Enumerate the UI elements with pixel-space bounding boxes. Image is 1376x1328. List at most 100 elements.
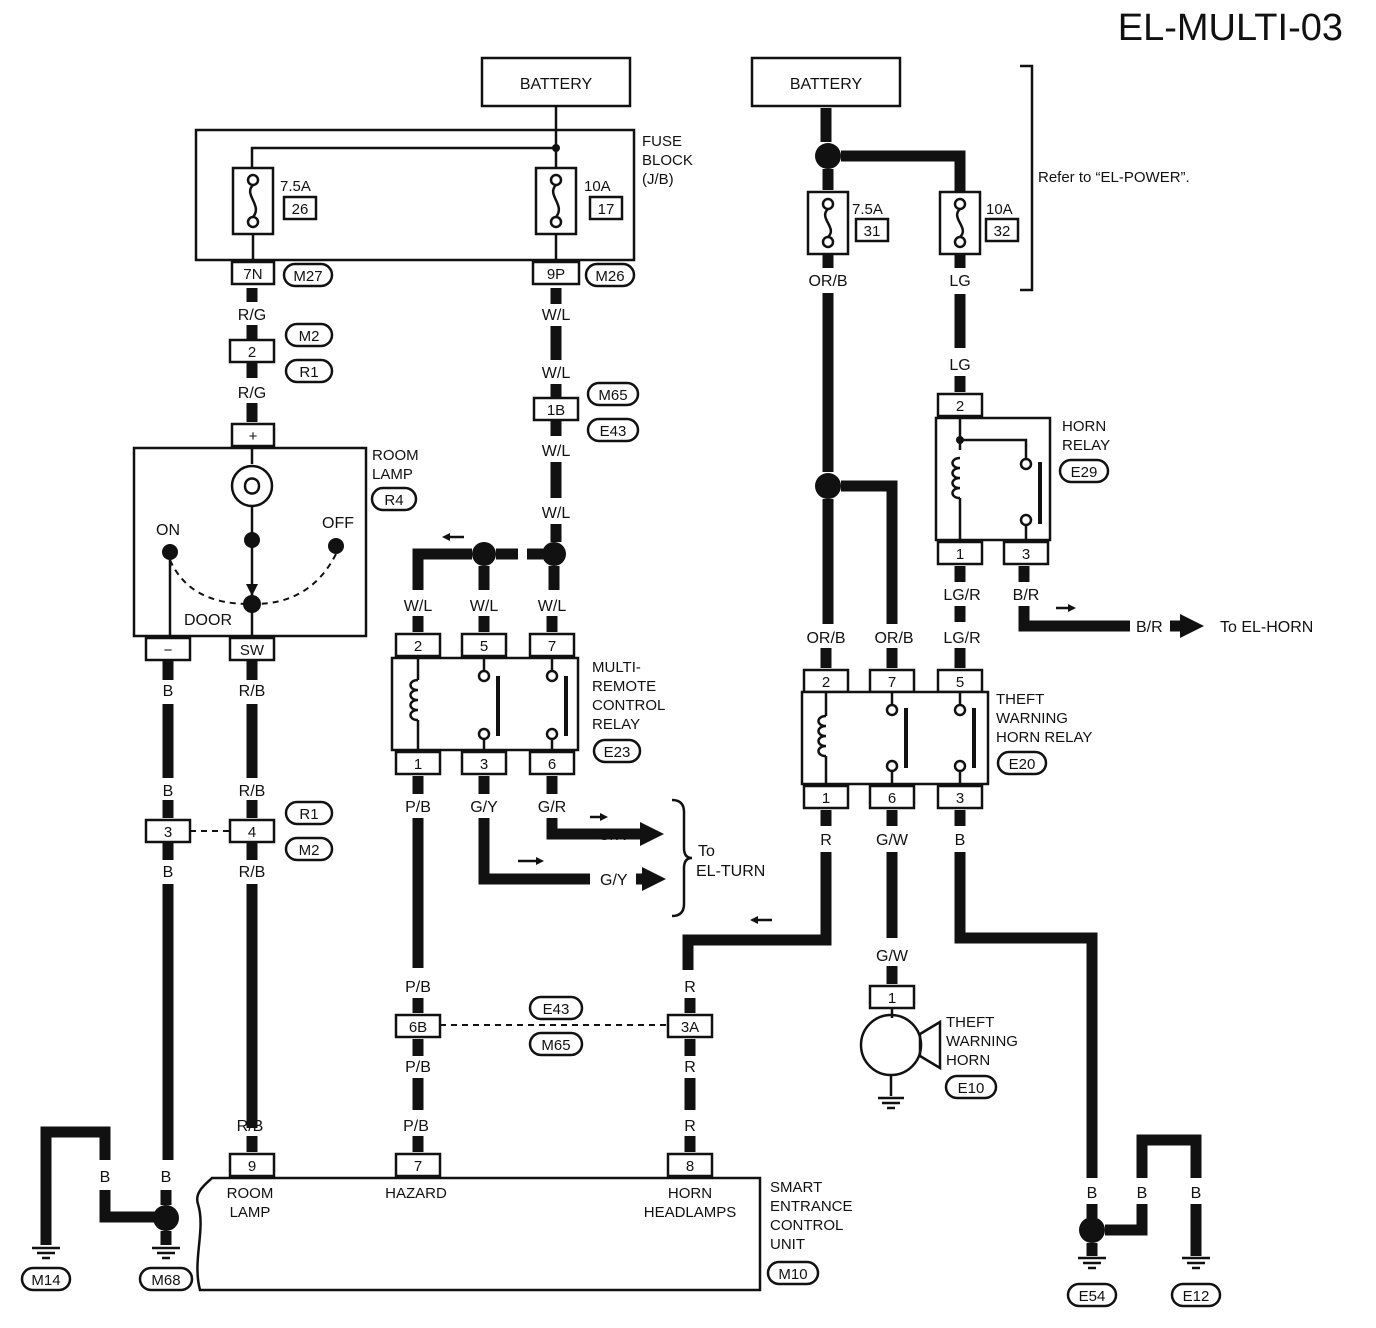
svg-text:7: 7: [548, 638, 556, 655]
svg-text:P/B: P/B: [403, 1118, 429, 1135]
horn-relay: 2 1 3 HORN RELAY E29: [934, 392, 1110, 566]
svg-text:6B: 6B: [409, 1019, 427, 1036]
svg-text:M14: M14: [31, 1272, 60, 1289]
svg-text:6: 6: [548, 756, 556, 773]
svg-text:HAZARD: HAZARD: [385, 1185, 447, 1202]
svg-text:LG/R: LG/R: [943, 630, 980, 647]
svg-text:LAMP: LAMP: [230, 1204, 271, 1221]
svg-text:HORN RELAY: HORN RELAY: [996, 729, 1092, 746]
connector-6b-3a: 6B 3A E43 M65: [394, 995, 714, 1057]
svg-text:OR/B: OR/B: [874, 630, 913, 647]
svg-text:B: B: [100, 1169, 111, 1186]
svg-text:HORN: HORN: [946, 1052, 990, 1069]
svg-text:R1: R1: [299, 364, 318, 381]
svg-text:3: 3: [480, 756, 488, 773]
svg-text:ROOM: ROOM: [372, 447, 419, 464]
room-lamp-sw-terminal: SW: [228, 636, 276, 662]
svg-text:LG: LG: [949, 273, 970, 290]
svg-text:E43: E43: [543, 1001, 570, 1018]
ground-splice-m68: [153, 1205, 179, 1231]
connector-9p: 9P M26: [531, 260, 636, 288]
svg-text:CONTROL: CONTROL: [592, 697, 665, 714]
to-el-horn-label: To EL-HORN: [1220, 619, 1313, 636]
connector-1b: 1B M65 E43: [532, 381, 640, 443]
svg-text:E10: E10: [958, 1080, 985, 1097]
svg-text:G/Y: G/Y: [470, 799, 498, 816]
connector-3-4: 3 4 R1 M2: [144, 800, 334, 862]
svg-text:2: 2: [956, 398, 964, 415]
theft-warning-horn: 1 THEFT WARNING HORN E10: [859, 984, 1018, 1110]
ground-e12: E12: [1170, 1256, 1222, 1308]
svg-text:E23: E23: [604, 744, 631, 761]
svg-text:WARNING: WARNING: [996, 710, 1068, 727]
svg-text:1: 1: [888, 990, 896, 1007]
svg-text:FUSE: FUSE: [642, 133, 682, 150]
svg-text:R/B: R/B: [239, 683, 266, 700]
smart-entrance-control-unit: 9 7 8 ROOM LAMP HAZARD HORN HEADLAMPS SM…: [195, 1152, 853, 1292]
fuse-block: FUSE BLOCK (J/B) 7.5A 26 10A 17: [194, 128, 693, 262]
svg-text:G/Y: G/Y: [600, 872, 628, 889]
ground-e54: E54: [1066, 1256, 1118, 1308]
svg-text:W/L: W/L: [542, 505, 571, 522]
svg-text:R: R: [820, 832, 832, 849]
svg-text:W/L: W/L: [538, 598, 567, 615]
svg-text:6: 6: [888, 790, 896, 807]
svg-text:B: B: [161, 1169, 172, 1186]
svg-text:WARNING: WARNING: [946, 1033, 1018, 1050]
svg-text:R/B: R/B: [239, 864, 266, 881]
connector-7n: 7N M27: [230, 260, 334, 288]
svg-text:9: 9: [248, 1158, 256, 1175]
svg-text:26: 26: [292, 201, 309, 218]
svg-text:R/G: R/G: [238, 307, 266, 324]
svg-text:REMOTE: REMOTE: [592, 678, 656, 695]
svg-text:8: 8: [686, 1158, 694, 1175]
svg-text:7.5A: 7.5A: [280, 178, 311, 195]
svg-text:DOOR: DOOR: [184, 612, 232, 629]
svg-text:10A: 10A: [986, 201, 1013, 218]
svg-text:E29: E29: [1071, 464, 1098, 481]
svg-text:B: B: [163, 864, 174, 881]
connector-2-m2: 2 M2 R1: [228, 322, 334, 384]
svg-text:M27: M27: [293, 268, 322, 285]
svg-text:5: 5: [480, 638, 488, 655]
svg-text:M65: M65: [598, 387, 627, 404]
svg-text:W/L: W/L: [542, 443, 571, 460]
svg-text:E20: E20: [1009, 756, 1036, 773]
svg-text:M2: M2: [299, 842, 320, 859]
svg-text:2: 2: [248, 344, 256, 361]
svg-text:7N: 7N: [243, 266, 262, 283]
svg-text:+: +: [249, 428, 258, 445]
svg-text:7: 7: [414, 1158, 422, 1175]
svg-text:1: 1: [956, 546, 964, 563]
svg-text:HEADLAMPS: HEADLAMPS: [644, 1204, 737, 1221]
svg-text:E43: E43: [600, 423, 627, 440]
svg-text:17: 17: [598, 201, 615, 218]
svg-text:SMART: SMART: [770, 1179, 822, 1196]
svg-text:1B: 1B: [547, 402, 565, 419]
svg-text:ROOM: ROOM: [227, 1185, 274, 1202]
room-lamp: ROOM LAMP R4 ON OFF DOOR: [132, 446, 419, 638]
svg-text:R4: R4: [384, 492, 403, 509]
ground-splice-e54: [1079, 1217, 1105, 1243]
room-lamp-plus-terminal: +: [230, 422, 276, 448]
svg-text:3: 3: [1022, 546, 1030, 563]
diagram-title: EL-MULTI-03: [1118, 7, 1343, 49]
svg-text:B: B: [1191, 1185, 1202, 1202]
svg-text:M10: M10: [778, 1266, 807, 1283]
svg-text:W/L: W/L: [404, 598, 433, 615]
svg-text:7: 7: [888, 674, 896, 691]
svg-text:B/R: B/R: [1136, 619, 1163, 636]
battery-right: BATTERY: [750, 56, 902, 108]
svg-text:32: 32: [994, 223, 1011, 240]
svg-text:BATTERY: BATTERY: [520, 76, 593, 93]
svg-text:OFF: OFF: [322, 515, 354, 532]
svg-text:31: 31: [864, 223, 881, 240]
svg-text:1: 1: [822, 790, 830, 807]
theft-warning-horn-relay: 2 7 5 1 6 3 THEFT WARNING HORN RELAY E20: [800, 668, 1092, 810]
svg-text:THEFT: THEFT: [946, 1014, 994, 1031]
svg-text:W/L: W/L: [542, 365, 571, 382]
svg-text:10A: 10A: [584, 178, 611, 195]
svg-text:P/B: P/B: [405, 979, 431, 996]
svg-text:R: R: [684, 1118, 696, 1135]
svg-text:HORN: HORN: [1062, 418, 1106, 435]
